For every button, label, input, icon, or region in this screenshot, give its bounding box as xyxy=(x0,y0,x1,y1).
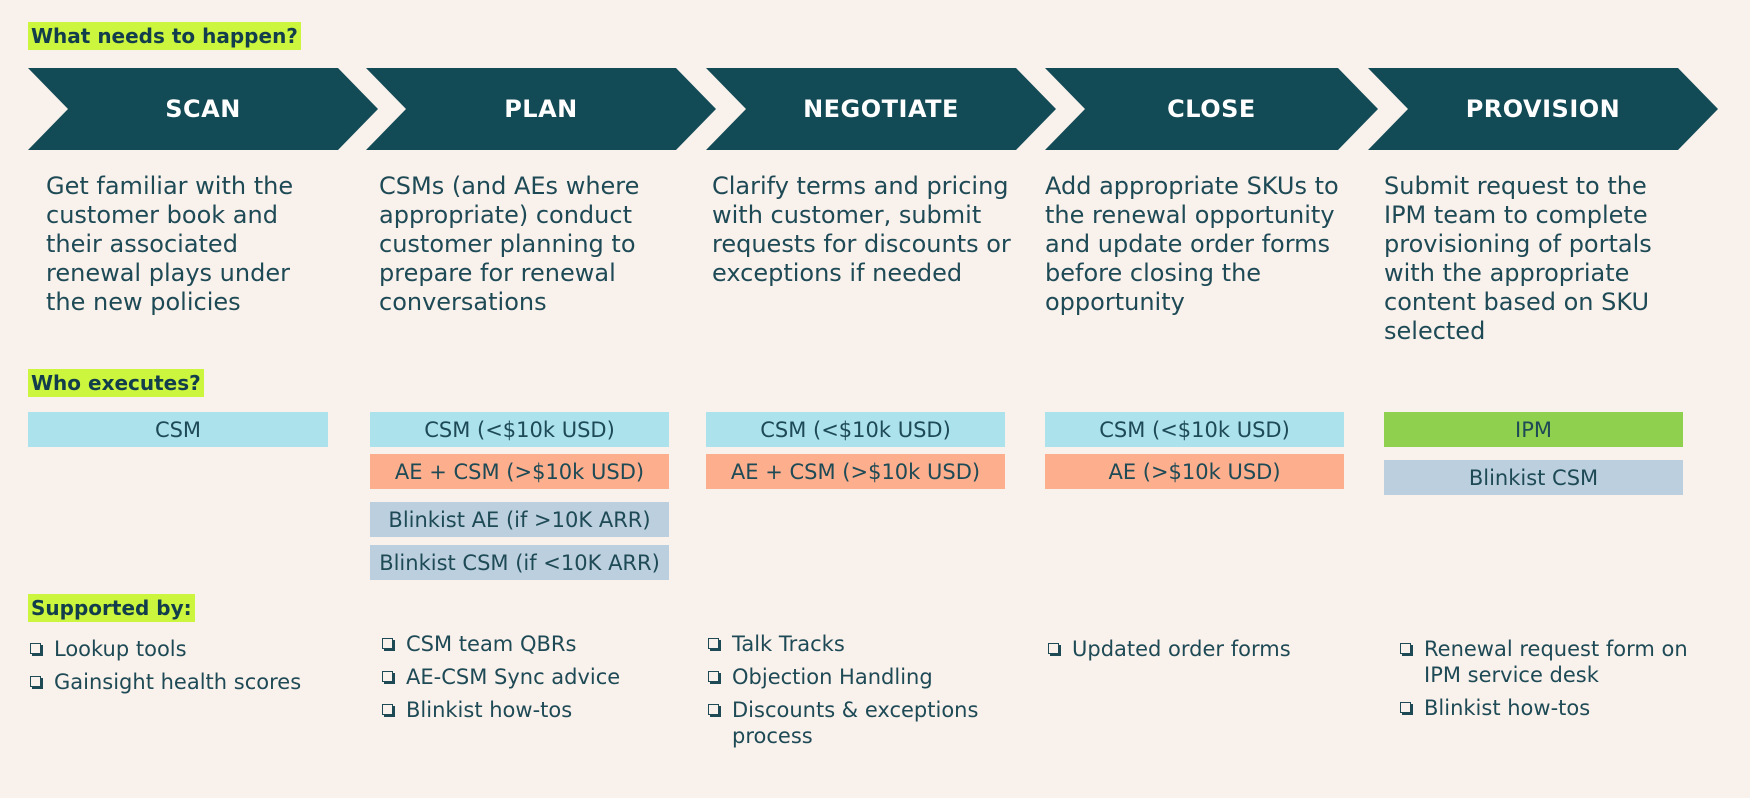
list-item: Renewal request form on IPM service desk xyxy=(1398,636,1708,688)
section-label-what: What needs to happen? xyxy=(28,22,301,50)
list-item: Blinkist how-tos xyxy=(1398,695,1708,721)
stage-description-close: Add appropriate SKUs to the renewal oppo… xyxy=(1045,172,1339,316)
support-list-close: Updated order forms xyxy=(1046,636,1346,669)
role-badge-ae-csm: AE + CSM (>$10k USD) xyxy=(706,454,1005,489)
support-list-negotiate: Talk Tracks Objection Handling Discounts… xyxy=(706,631,1006,756)
stage-title-scan: SCAN xyxy=(165,95,241,123)
list-item: CSM team QBRs xyxy=(380,631,690,657)
section-label-who: Who executes? xyxy=(28,369,204,397)
support-item-label: Objection Handling xyxy=(732,665,933,689)
support-item-label: AE-CSM Sync advice xyxy=(406,665,621,689)
chevron-negotiate xyxy=(706,68,1056,150)
role-badge-ipm: IPM xyxy=(1384,412,1683,447)
checkbox-bullet-icon xyxy=(1400,643,1411,654)
role-badge-ae-csm: AE + CSM (>$10k USD) xyxy=(370,454,669,489)
role-badge-blinkist-ae: Blinkist AE (if >10K ARR) xyxy=(370,502,669,537)
role-badge-ae: AE (>$10k USD) xyxy=(1045,454,1344,489)
chevron-scan xyxy=(28,68,378,150)
support-item-label: Discounts & exceptions process xyxy=(732,698,979,748)
support-list-plan: CSM team QBRs AE-CSM Sync advice Blinkis… xyxy=(380,631,690,730)
list-item: Discounts & exceptions process xyxy=(706,697,1006,749)
list-item: Objection Handling xyxy=(706,664,1006,690)
list-item: Updated order forms xyxy=(1046,636,1346,662)
checkbox-bullet-icon xyxy=(382,704,393,715)
checkbox-bullet-icon xyxy=(382,638,393,649)
support-item-label: Gainsight health scores xyxy=(54,670,302,694)
list-item: Talk Tracks xyxy=(706,631,1006,657)
stage-title-close: CLOSE xyxy=(1167,95,1256,123)
chevron-plan xyxy=(366,68,716,150)
stage-description-scan: Get familiar with the customer book and … xyxy=(46,172,294,316)
chevron-provision xyxy=(1368,68,1718,150)
section-label-supported: Supported by: xyxy=(28,594,195,622)
support-item-label: Talk Tracks xyxy=(732,632,845,656)
list-item: AE-CSM Sync advice xyxy=(380,664,690,690)
role-badge-csm: CSM (<$10k USD) xyxy=(1045,412,1344,447)
stage-title-plan: PLAN xyxy=(504,95,578,123)
role-badge-csm: CSM (<$10k USD) xyxy=(370,412,669,447)
role-badge-csm: CSM (<$10k USD) xyxy=(706,412,1005,447)
checkbox-bullet-icon xyxy=(30,643,41,654)
support-item-label: Updated order forms xyxy=(1072,637,1291,661)
list-item: Lookup tools xyxy=(28,636,338,662)
support-item-label: Blinkist how-tos xyxy=(406,698,573,722)
support-list-provision: Renewal request form on IPM service desk… xyxy=(1398,636,1708,728)
chevron-close xyxy=(1045,68,1378,150)
checkbox-bullet-icon xyxy=(708,704,719,715)
checkbox-bullet-icon xyxy=(1400,702,1411,713)
stage-title-negotiate: NEGOTIATE xyxy=(803,95,959,123)
role-badge-blinkist-csm: Blinkist CSM xyxy=(1384,460,1683,495)
stage-description-plan: CSMs (and AEs where appropriate) conduct… xyxy=(379,172,640,316)
checkbox-bullet-icon xyxy=(30,676,41,687)
list-item: Blinkist how-tos xyxy=(380,697,690,723)
role-badge-csm: CSM xyxy=(28,412,328,447)
support-item-label: Renewal request form on IPM service desk xyxy=(1424,637,1688,687)
stage-description-negotiate: Clarify terms and pricing with customer,… xyxy=(712,172,1011,287)
support-item-label: Lookup tools xyxy=(54,637,187,661)
support-list-scan: Lookup tools Gainsight health scores xyxy=(28,636,338,702)
list-item: Gainsight health scores xyxy=(28,669,338,695)
stage-description-provision: Submit request to the IPM team to comple… xyxy=(1384,172,1652,345)
checkbox-bullet-icon xyxy=(708,638,719,649)
checkbox-bullet-icon xyxy=(382,671,393,682)
checkbox-bullet-icon xyxy=(708,671,719,682)
process-chevrons xyxy=(28,68,1718,150)
stage-title-provision: PROVISION xyxy=(1465,95,1621,123)
checkbox-bullet-icon xyxy=(1048,643,1059,654)
support-item-label: CSM team QBRs xyxy=(406,632,577,656)
support-item-label: Blinkist how-tos xyxy=(1424,696,1591,720)
role-badge-blinkist-csm: Blinkist CSM (if <10K ARR) xyxy=(370,545,669,580)
